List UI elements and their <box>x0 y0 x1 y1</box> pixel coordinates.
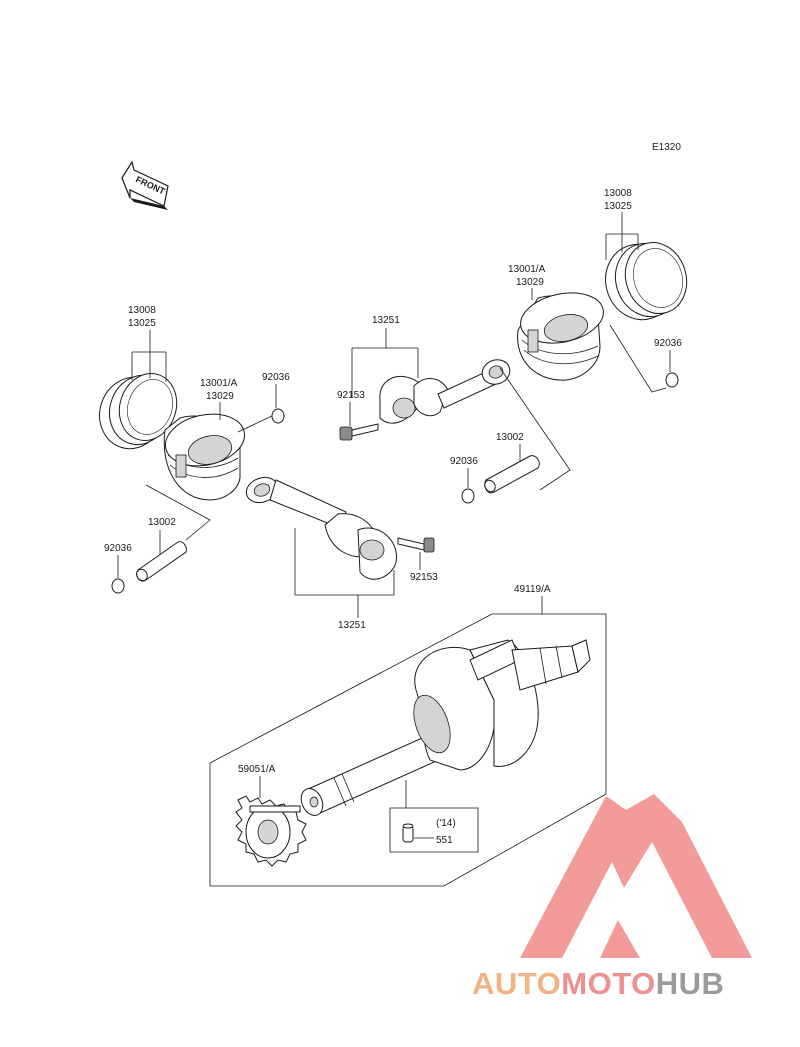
label-key: 551 <box>436 835 453 846</box>
label-rod-bottom: 13251 <box>338 620 366 631</box>
circlip-4 <box>665 372 679 388</box>
label-bolt-top: 92153 <box>337 390 365 401</box>
bolt-lower <box>397 537 435 553</box>
label-gear: 59051/A <box>238 764 276 775</box>
label-circlip-3: 92036 <box>450 456 478 467</box>
piston-right <box>517 292 604 381</box>
label-circlip-4: 92036 <box>654 338 682 349</box>
key-551 <box>402 823 414 843</box>
label-rings-right-b: 13025 <box>604 201 632 212</box>
label-piston-right-b: 13029 <box>516 277 544 288</box>
label-piston-left-b: 13029 <box>206 391 234 402</box>
label-circlip-2: 92036 <box>104 543 132 554</box>
label-rings-right-a: 13008 <box>604 188 632 199</box>
connecting-rod-upper <box>379 359 511 424</box>
piston-pin-right <box>484 455 540 494</box>
crankshaft <box>300 639 591 816</box>
label-bolt-bottom: 92153 <box>410 572 438 583</box>
brand-logo <box>520 794 752 958</box>
label-circlip-1: 92036 <box>262 372 290 383</box>
diagram-code: E1320 <box>652 142 681 153</box>
label-rod-top: 13251 <box>372 315 400 326</box>
brand-wordmark: AUTOMOTOHUB <box>472 966 724 1001</box>
circlip-1 <box>271 408 285 424</box>
piston-rings-right <box>605 242 688 321</box>
bolt-upper <box>339 423 379 441</box>
label-rings-left-a: 13008 <box>128 305 156 316</box>
label-pin-left: 13002 <box>148 517 176 528</box>
crankshaft-box <box>209 613 607 887</box>
piston-left <box>163 413 245 501</box>
circlip-2 <box>111 578 125 594</box>
label-piston-right-a: 13001/A <box>508 264 546 275</box>
label-piston-left-a: 13001/A <box>200 378 238 389</box>
brand-part-2: MOTO <box>561 966 655 1001</box>
circlip-3 <box>461 488 475 504</box>
piston-pin-left <box>136 541 187 582</box>
brand-part-3: HUB <box>656 966 725 1001</box>
key-box <box>389 807 479 853</box>
front-arrow-icon: FRONT <box>121 160 169 210</box>
brand-part-1: AUTO <box>472 966 561 1001</box>
label-crankshaft: 49119/A <box>514 584 551 595</box>
gear-59051 <box>235 795 307 867</box>
piston-rings-left <box>99 373 178 450</box>
label-pin-right: 13002 <box>496 432 524 443</box>
label-rings-left-b: 13025 <box>128 318 156 329</box>
connecting-rod-lower <box>245 476 397 580</box>
label-year-note: ('14) <box>436 818 456 829</box>
